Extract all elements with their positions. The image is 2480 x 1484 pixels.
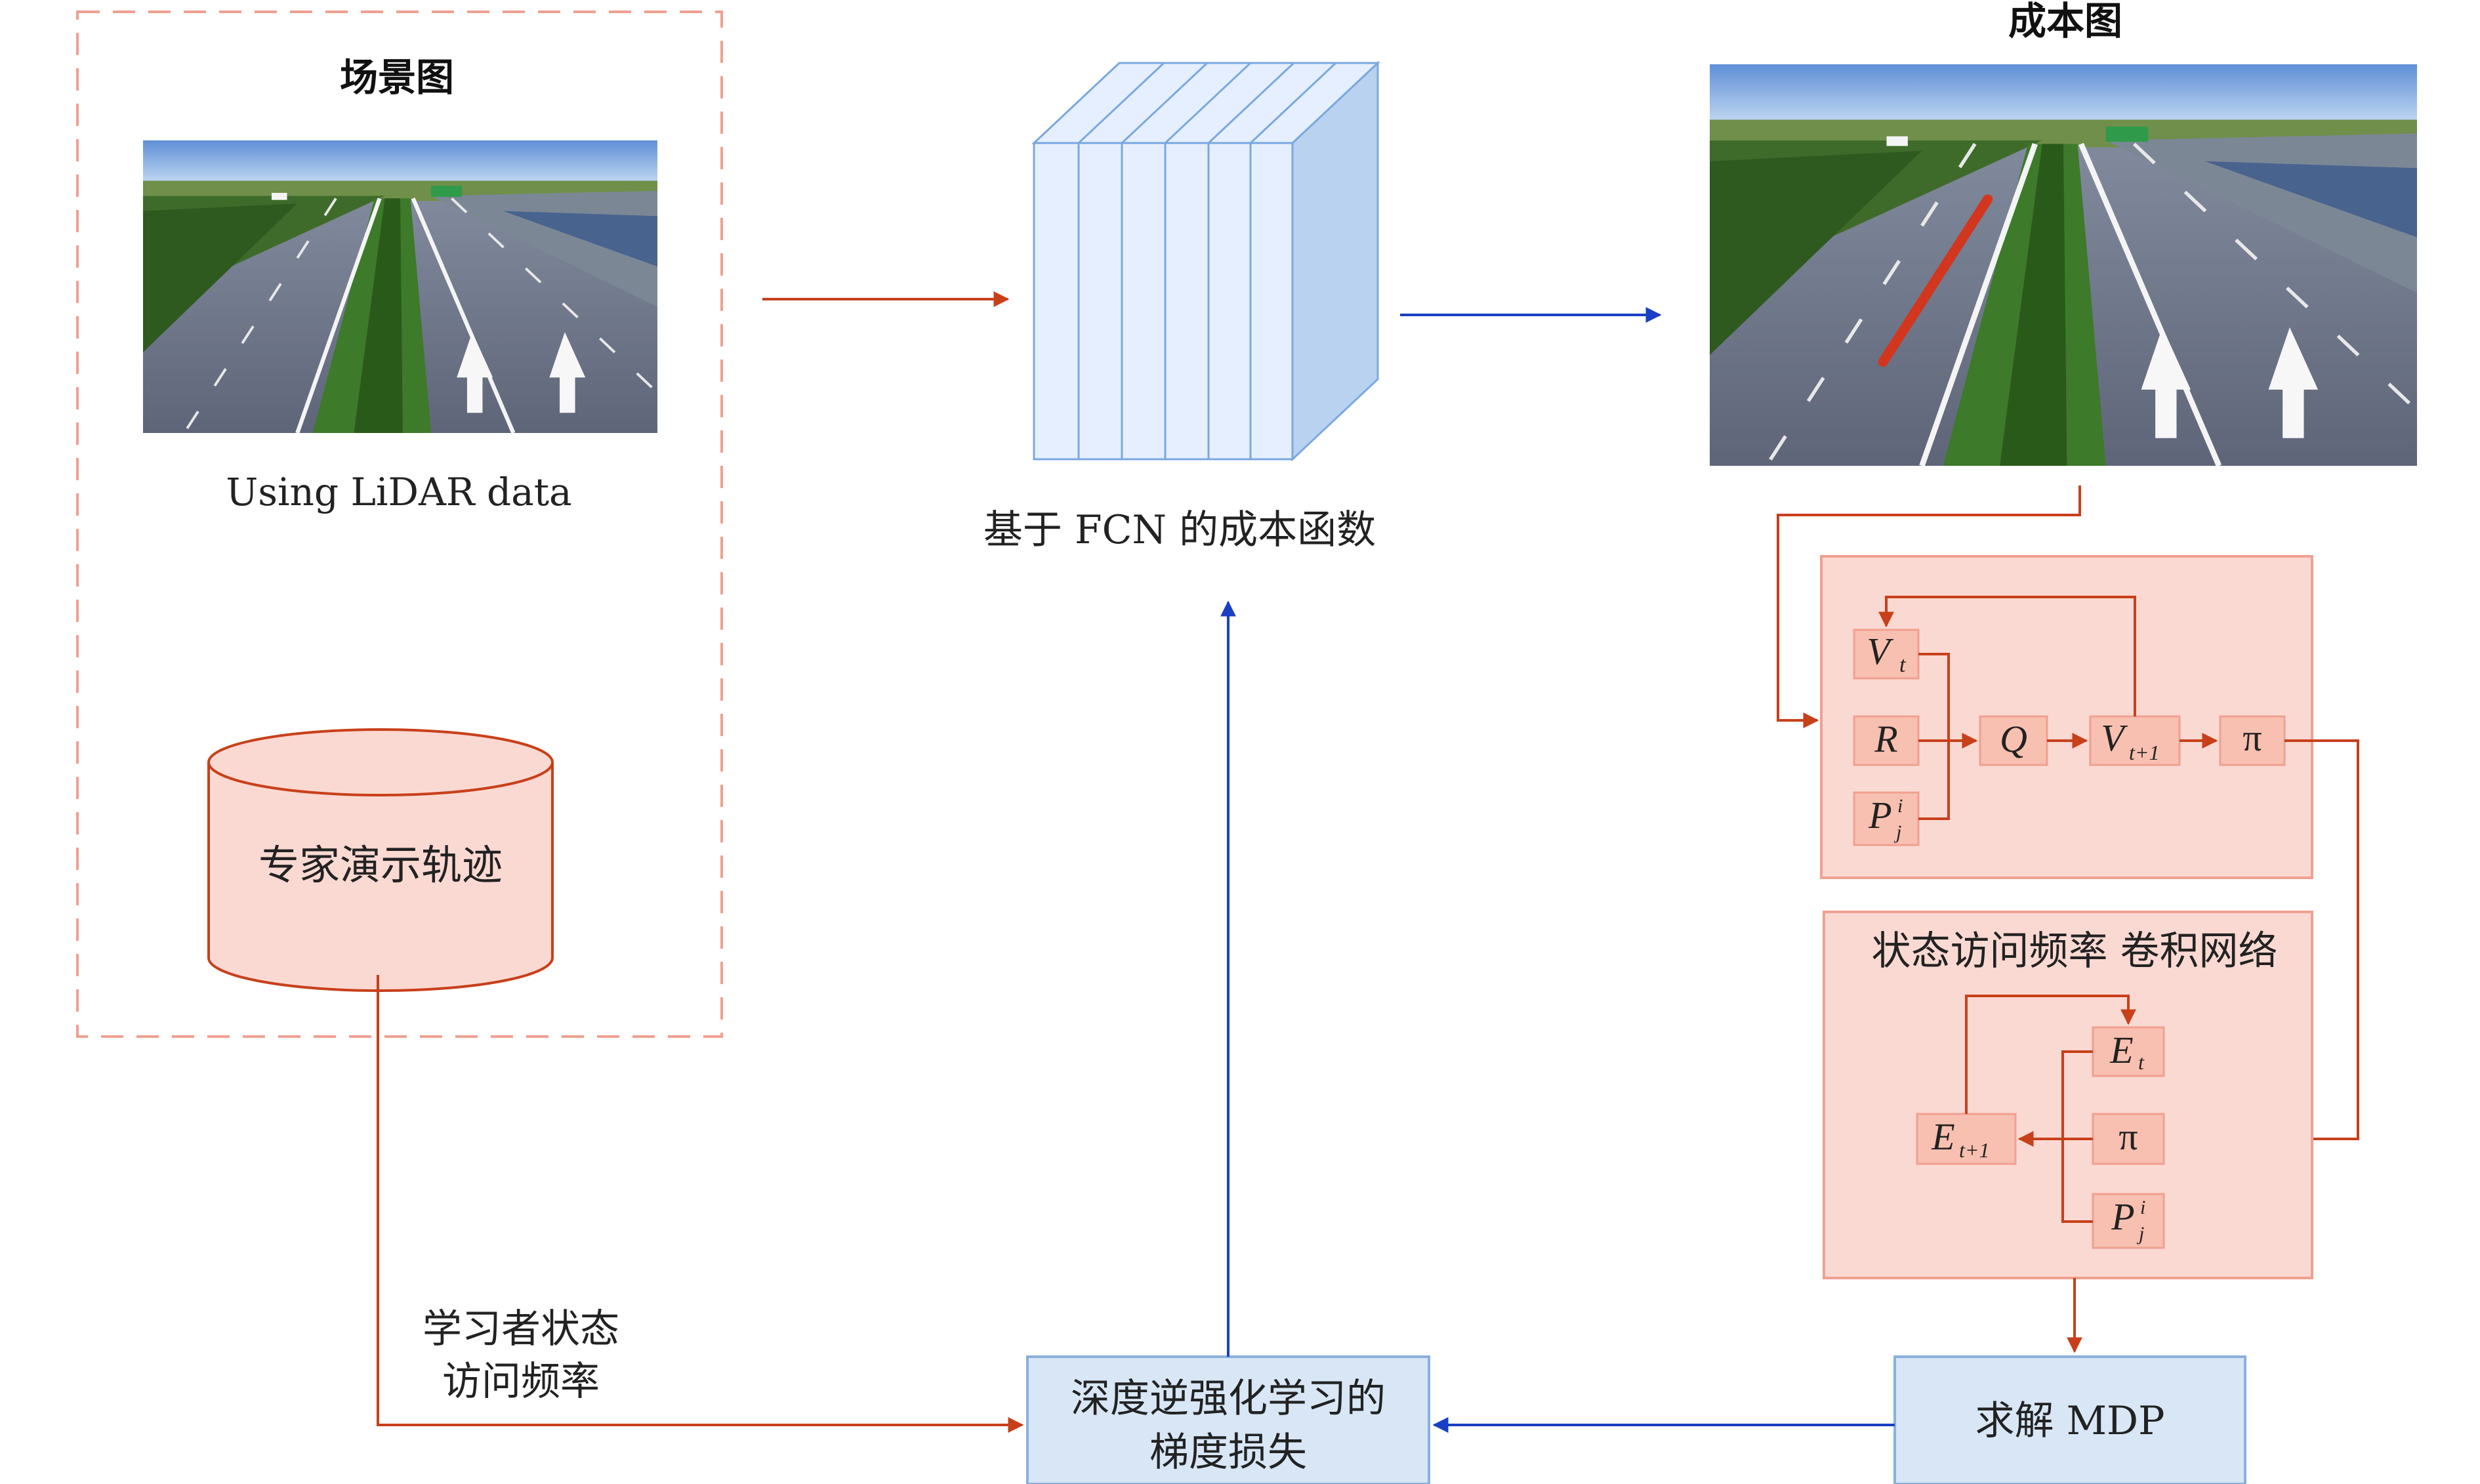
svf-panel bbox=[1823, 911, 2313, 1279]
node-pi-lower: π bbox=[2092, 1113, 2165, 1165]
node-vt-symbol: V bbox=[1867, 630, 1894, 672]
node-p-lower-superscript: i bbox=[2140, 1197, 2145, 1218]
expert-demo-database: 专家演示轨迹 bbox=[207, 728, 554, 992]
edge-p-to-q bbox=[1918, 741, 1950, 820]
node-q: Q bbox=[1979, 715, 2048, 766]
node-pi-upper-symbol: π bbox=[2242, 716, 2262, 759]
cost-map-title: 成本图 bbox=[2008, 0, 2122, 43]
scene-title: 场景图 bbox=[340, 55, 454, 100]
node-p: P i j bbox=[1853, 791, 1920, 846]
gradient-loss-line2: 梯度损失 bbox=[1149, 1430, 1307, 1475]
node-q-symbol: Q bbox=[2000, 718, 2027, 760]
node-vt1: V t+1 bbox=[2089, 715, 2181, 766]
node-vt1-symbol: V bbox=[2101, 716, 2128, 759]
node-et-subscript: t bbox=[2138, 1050, 2145, 1074]
node-r-symbol: R bbox=[1874, 718, 1897, 760]
node-vt-subscript: t bbox=[1899, 653, 1907, 677]
node-p-lower: P i j bbox=[2092, 1193, 2165, 1249]
node-p-symbol: P bbox=[1868, 794, 1891, 836]
edge-et1-feedback bbox=[1965, 995, 2136, 1114]
fcn-layer-stack bbox=[1031, 60, 1380, 462]
gradient-loss-line1: 深度逆强化学习的 bbox=[1071, 1376, 1386, 1422]
expert-demo-label: 专家演示轨迹 bbox=[258, 841, 503, 889]
node-et: E t bbox=[2092, 1026, 2165, 1077]
learner-svf-line2: 访问频率 bbox=[442, 1359, 600, 1405]
cost-map-photo bbox=[1710, 64, 2417, 466]
node-vt: V t bbox=[1853, 629, 1920, 680]
node-p-subscript: j bbox=[1893, 821, 1901, 843]
svf-title: 状态访问频率 卷积网络 bbox=[1871, 928, 2277, 974]
node-pi-lower-symbol: π bbox=[2118, 1115, 2138, 1158]
node-p-lower-symbol: P bbox=[2111, 1195, 2134, 1238]
solve-mdp-label: 求解 MDP bbox=[1975, 1398, 2165, 1444]
node-et1-symbol: E bbox=[1931, 1115, 1954, 1158]
learner-svf-line1: 学习者状态 bbox=[423, 1306, 619, 1352]
edge-et-bracket bbox=[2061, 1050, 2093, 1223]
node-et-symbol: E bbox=[2109, 1029, 2133, 1071]
edge-vt1-feedback bbox=[1878, 596, 2136, 716]
node-r: R bbox=[1853, 715, 1920, 766]
node-et1: E t+1 bbox=[1916, 1113, 2017, 1165]
node-vt1-subscript: t+1 bbox=[2129, 741, 2159, 764]
arrow-expert-to-gradient bbox=[377, 975, 1024, 1433]
edge-vt-to-q bbox=[1918, 653, 1950, 741]
scene-panel bbox=[76, 10, 723, 1038]
scene-photo bbox=[143, 140, 657, 433]
arrow-costmap-to-value-iteration bbox=[1777, 485, 2081, 728]
gradient-loss-box bbox=[1026, 1355, 1430, 1484]
node-p-superscript: i bbox=[1897, 795, 1903, 817]
solve-mdp-box bbox=[1893, 1355, 2246, 1484]
node-pi-upper: π bbox=[2219, 715, 2286, 766]
node-p-lower-subscript: j bbox=[2136, 1223, 2144, 1245]
fcn-caption: 基于 FCN 的成本函数 bbox=[983, 507, 1376, 553]
node-et1-subscript: t+1 bbox=[1959, 1138, 1989, 1162]
scene-caption: Using LiDAR data bbox=[226, 470, 571, 514]
